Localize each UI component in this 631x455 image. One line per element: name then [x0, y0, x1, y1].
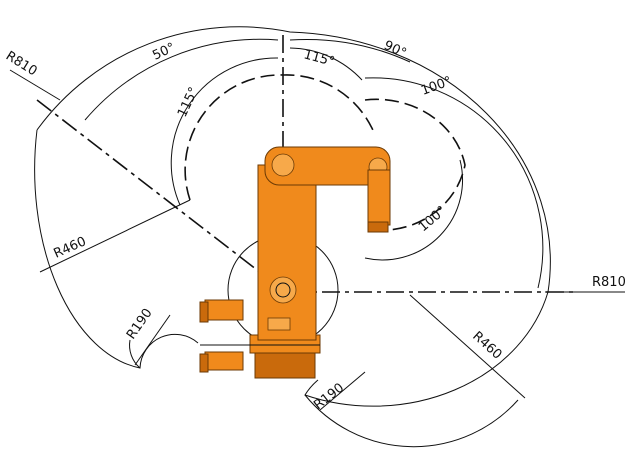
bottom-envelope [304, 394, 519, 448]
dim-arc-90 [289, 39, 411, 63]
dim-arc-115-left [170, 57, 279, 206]
label-r190-bottom: R190 [311, 380, 347, 413]
robot-arm [199, 146, 391, 379]
label-r810-right: R810 [592, 275, 626, 290]
dim-arc-100-top [364, 77, 544, 289]
r460-left-leader [39, 199, 191, 273]
inner-envelope-r460 [129, 339, 141, 369]
dim-arc-50 [84, 38, 279, 121]
r190-left-leader [134, 314, 171, 366]
label-100-top: 100° [419, 74, 454, 99]
label-r810-left: R810 [3, 49, 40, 80]
label-50-deg: 50° [150, 40, 177, 63]
elbow-reach-arc [184, 74, 376, 201]
r190-bottom-leader [319, 371, 366, 411]
r810-left-leader [9, 69, 61, 101]
wrist-reach-arc [364, 98, 466, 232]
diagonal-axis-upper-left [36, 99, 284, 291]
r460-right-leader [409, 294, 526, 399]
label-r190-left: R190 [124, 306, 156, 342]
dim-arc-115-top [289, 47, 363, 81]
outer-envelope-r810 [34, 26, 551, 407]
dim-arc-100-bottom [364, 159, 463, 261]
label-115-left: 115° [175, 85, 202, 120]
label-115-top: 115° [302, 47, 336, 70]
label-r460-right: R460 [469, 329, 504, 363]
